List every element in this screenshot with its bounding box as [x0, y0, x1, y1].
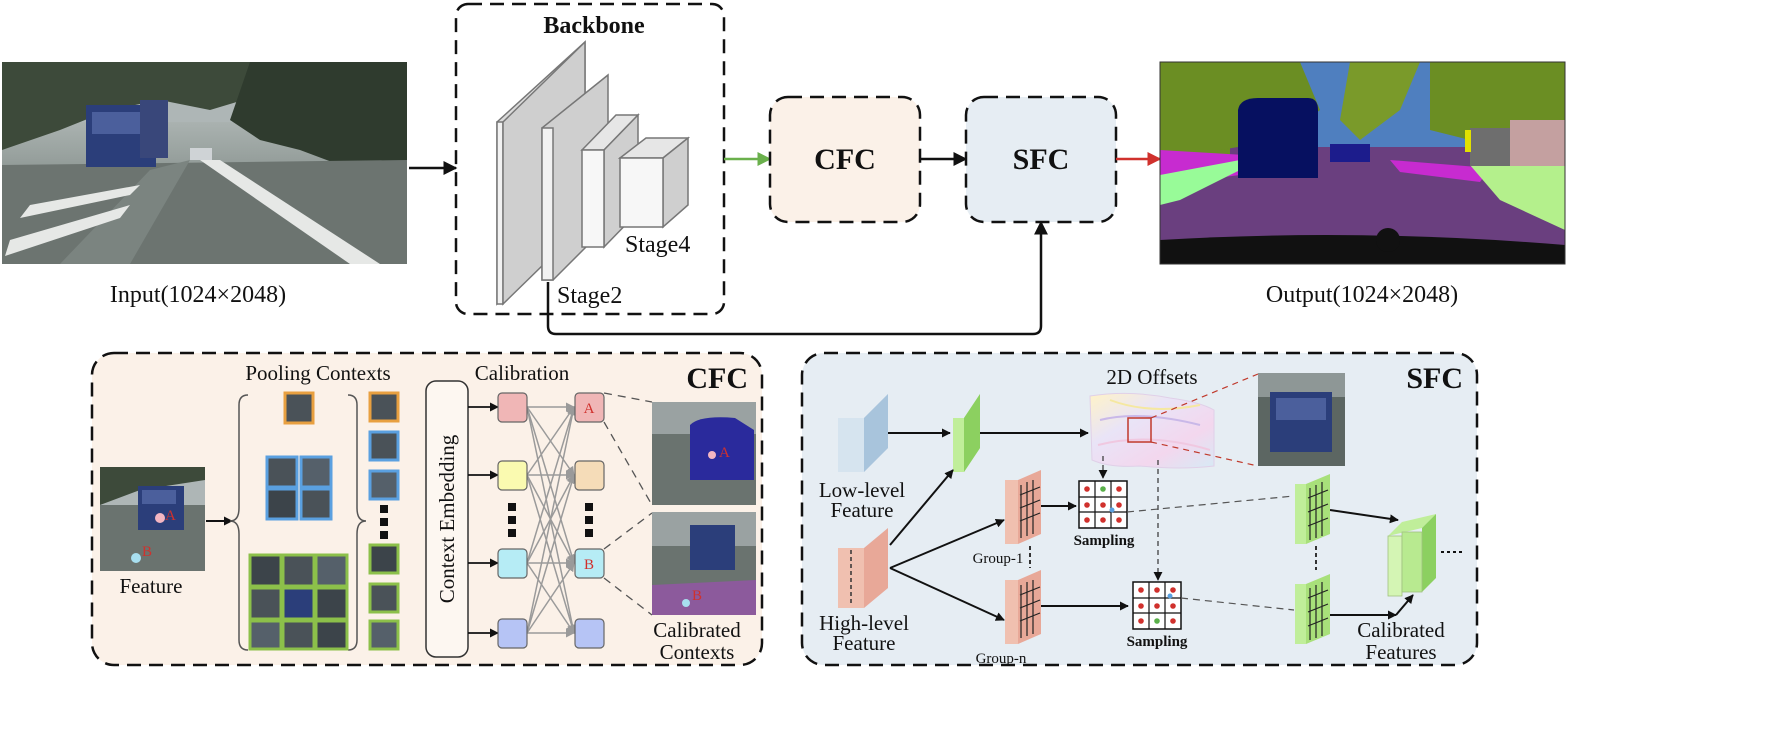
context-embedding-block	[425, 380, 469, 658]
calibrated-contexts-label-2: Contexts	[660, 640, 735, 664]
feature-label: Feature	[120, 574, 183, 598]
stage4-label: Stage4	[625, 232, 690, 258]
calibration-network	[526, 402, 577, 638]
low-level-label-1: Low-level	[819, 478, 905, 502]
sampling-label-1: Sampling	[1074, 533, 1135, 549]
backbone-stages	[496, 40, 691, 306]
group-n-label: Group-n	[976, 651, 1027, 667]
calibration-node-a-label: A	[584, 401, 595, 417]
input-image	[2, 62, 407, 264]
calibrated-features-label-2: Features	[1365, 640, 1436, 664]
calibrated-contexts-label-1: Calibrated	[653, 618, 741, 642]
calibrated-group-1-block	[1295, 474, 1330, 544]
group-n-block	[1005, 570, 1041, 644]
calibrated-context-a-image	[652, 402, 756, 505]
input-label: Input(1024×2048)	[110, 282, 286, 308]
sampling-grid-1	[1078, 480, 1128, 529]
cfc-module-label: CFC	[814, 143, 876, 176]
calibrated-point-b-label: B	[692, 588, 702, 604]
calibrated-point-b	[682, 599, 690, 607]
high-level-label-1: High-level	[819, 611, 909, 635]
feature-point-a-label: A	[165, 508, 176, 524]
calibration-label: Calibration	[475, 361, 570, 385]
calibration-output-nodes	[574, 392, 605, 649]
stage2-label: Stage2	[557, 283, 622, 309]
calibration-input-nodes	[497, 392, 528, 649]
feature-point-a	[155, 513, 165, 523]
calibrated-point-a-label: A	[719, 445, 730, 461]
zoomed-truck-image	[1258, 373, 1345, 466]
feature-point-b-label: B	[142, 544, 152, 560]
offset-dashed-arrows	[1098, 456, 1163, 581]
high-level-feature-block	[838, 528, 888, 608]
sampling-label-2: Sampling	[1127, 634, 1188, 650]
backbone-title: Backbone	[543, 13, 645, 39]
calibrated-context-b-image	[652, 512, 756, 615]
cfc-panel-title: CFC	[686, 362, 748, 395]
embedding-links	[468, 402, 499, 638]
group-1-block	[1005, 470, 1041, 544]
calibrated-point-a	[708, 451, 716, 459]
sfc-arrows	[888, 428, 1414, 621]
concat-feature-block	[953, 394, 980, 472]
context-embedding-label: Context Embedding	[435, 434, 459, 603]
high-level-label-2: Feature	[833, 631, 896, 655]
pooling-right-brace	[347, 394, 367, 651]
sfc-panel-title: SFC	[1406, 362, 1463, 395]
pooling-1x1	[283, 391, 315, 425]
2d-offsets-label: 2D Offsets	[1106, 365, 1197, 389]
calibration-dashed-links	[603, 392, 653, 616]
output-segmentation-image	[1159, 61, 1566, 265]
calibration-node-b-label: B	[584, 557, 594, 573]
stage2-skip-connection	[546, 220, 1048, 336]
calibrated-group-n-block	[1295, 574, 1330, 644]
feature-image	[100, 467, 205, 571]
sampling-grid-2	[1132, 581, 1182, 630]
low-level-label-2: Feature	[831, 498, 894, 522]
calibrated-features-block	[1387, 514, 1462, 597]
2d-offsets-flow-map	[1089, 392, 1215, 469]
pooling-left-brace	[229, 394, 249, 651]
feature-point-b	[131, 553, 141, 563]
low-level-feature-block	[838, 394, 888, 472]
calibrated-features-label-1: Calibrated	[1357, 618, 1445, 642]
sfc-module-label: SFC	[1013, 143, 1070, 176]
zoom-dashed-links	[1150, 373, 1259, 467]
group-1-label: Group-1	[973, 551, 1024, 567]
sampling-dashed-links	[1126, 495, 1295, 611]
output-label: Output(1024×2048)	[1266, 282, 1458, 308]
context-token-column	[368, 391, 400, 651]
pooling-contexts-label: Pooling Contexts	[245, 361, 390, 385]
pooling-3x3	[248, 553, 349, 651]
pooling-2x2	[265, 455, 333, 521]
